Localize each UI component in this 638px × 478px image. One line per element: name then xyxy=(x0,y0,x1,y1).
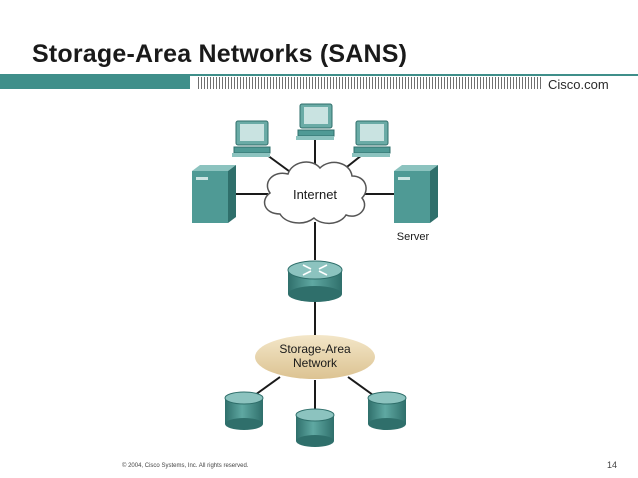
slide-title: Storage-Area Networks (SANS) xyxy=(32,40,408,68)
server-icon xyxy=(192,165,236,223)
workstation-icon xyxy=(232,120,271,157)
server-icon xyxy=(394,165,438,223)
internet-label: Internet xyxy=(293,187,337,202)
page-number: 14 xyxy=(607,460,618,470)
storage-disk-icon xyxy=(224,391,264,430)
storage-disk-icon xyxy=(367,391,407,430)
workstation-icon xyxy=(352,120,391,157)
storage-disk-icon xyxy=(295,408,335,447)
san-label-line2: Network xyxy=(293,356,338,370)
internet-cloud-icon xyxy=(263,161,367,224)
link-san-disk-left xyxy=(254,376,281,396)
copyright-footer: © 2004, Cisco Systems, Inc. All rights r… xyxy=(122,463,249,469)
link-san-disk-right xyxy=(347,376,374,396)
server-label: Server xyxy=(397,231,430,243)
san-ellipse xyxy=(255,335,375,379)
router-icon xyxy=(287,260,343,302)
san-label-line1: Storage-Area xyxy=(279,342,351,356)
workstation-icon xyxy=(296,103,335,140)
cisco-brand-text: Cisco.com xyxy=(548,77,609,92)
header-bar xyxy=(0,74,638,89)
